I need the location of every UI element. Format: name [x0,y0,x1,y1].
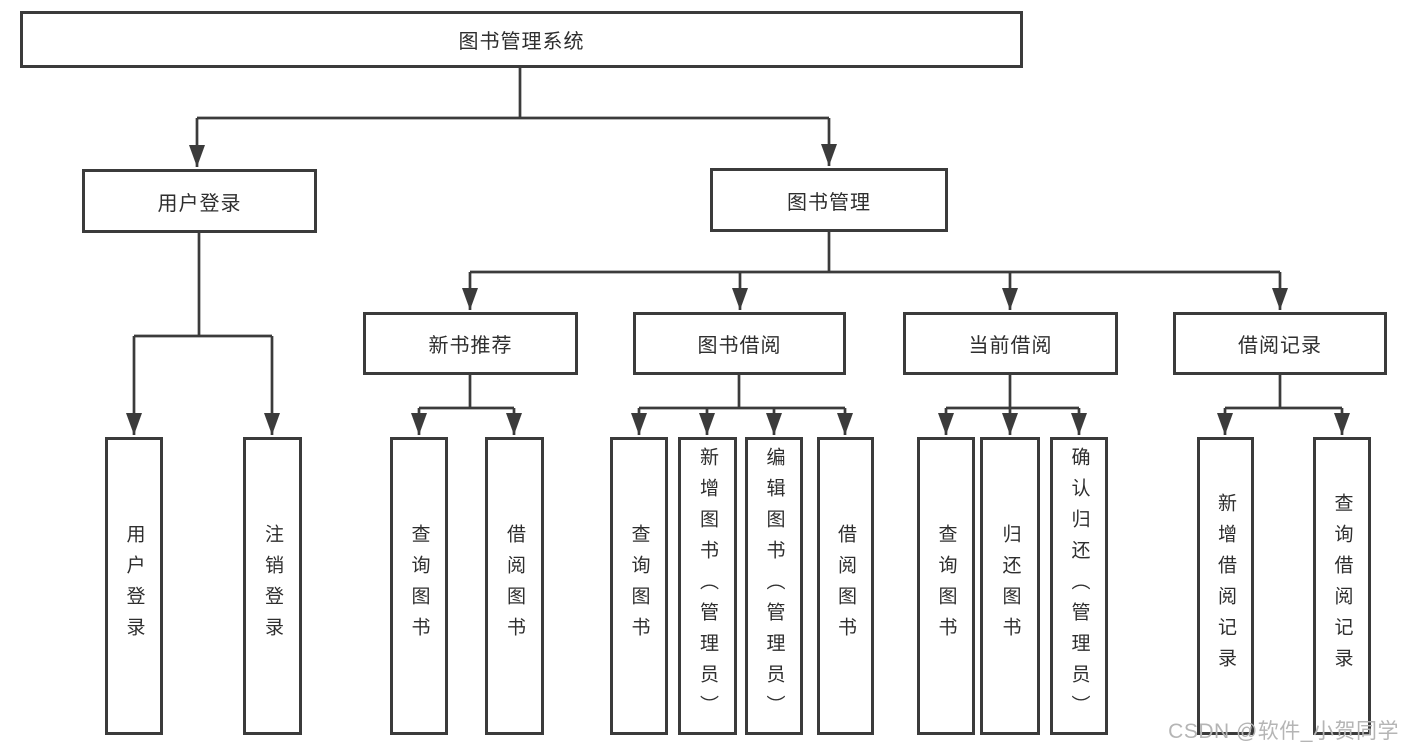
leaf-logout: 注销登录 [243,437,302,735]
leaf-borrow-books-recommend: 借阅图书 [485,437,544,735]
node-label: 借阅图书 [835,524,856,648]
node-label: 查询借阅记录 [1331,493,1353,679]
leaf-return-book: 归还图书 [980,437,1040,735]
node-label: 图书管理 [787,191,871,214]
node-label: 当前借阅 [968,335,1053,357]
node-borrowing-records: 借阅记录 [1173,312,1387,375]
leaf-borrow-books-borrowing: 借阅图书 [817,437,874,735]
csdn-watermark: CSDN @软件_小贺同学 [1168,720,1399,743]
node-label: 借阅图书 [504,524,525,648]
node-label: 新增借阅记录 [1215,493,1236,679]
leaf-query-books-borrowing: 查询图书 [610,437,668,735]
leaf-query-borrow-record: 查询借阅记录 [1313,437,1371,735]
leaf-query-books-recommend: 查询图书 [390,437,448,735]
node-book-management: 图书管理 [710,168,948,232]
node-label: 注销登录 [262,524,283,648]
node-label: 确认归还（管理员） [1068,446,1090,726]
leaf-query-books-current: 查询图书 [917,437,975,735]
node-label: 图书管理系统 [458,31,585,53]
node-label: 借阅记录 [1238,335,1322,357]
node-current-borrowing: 当前借阅 [903,312,1118,375]
node-label: 图书借阅 [697,335,782,357]
node-label: 编辑图书（管理员） [763,446,785,726]
leaf-add-borrow-record: 新增借阅记录 [1197,437,1254,735]
leaf-user-login: 用户登录 [105,437,163,735]
node-library-management-system: 图书管理系统 [20,11,1023,68]
node-label: 归还图书 [999,524,1021,648]
node-book-borrowing: 图书借阅 [633,312,846,375]
node-new-book-recommendation: 新书推荐 [363,312,578,375]
node-label: 用户登录 [123,524,145,648]
node-label: 新书推荐 [428,335,513,357]
leaf-add-book-admin: 新增图书（管理员） [678,437,737,735]
node-label: 查询图书 [408,524,430,648]
leaf-edit-book-admin: 编辑图书（管理员） [745,437,803,735]
node-label: 查询图书 [628,524,650,648]
node-label: 查询图书 [935,524,957,648]
node-label: 新增图书（管理员） [697,446,718,726]
node-user-login: 用户登录 [82,169,317,233]
leaf-confirm-return-admin: 确认归还（管理员） [1050,437,1108,735]
node-label: 用户登录 [157,192,242,215]
